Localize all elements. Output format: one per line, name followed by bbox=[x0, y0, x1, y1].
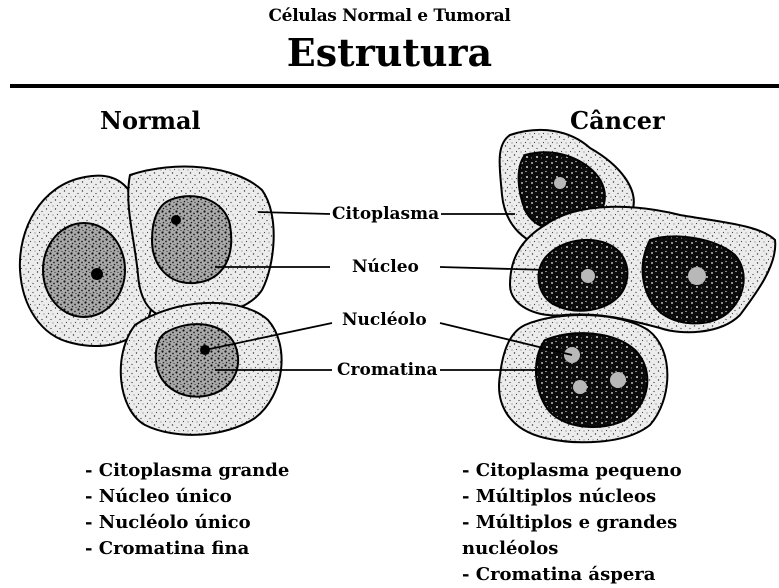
normal-nucleolus-top bbox=[171, 215, 181, 225]
normal-facts-list: - Citoplasma grande - Núcleo único - Nuc… bbox=[85, 458, 289, 562]
normal-cell-top bbox=[128, 167, 273, 319]
normal-nucleus-bottom bbox=[156, 324, 238, 397]
cancer-fact: - Múltiplos núcleos bbox=[462, 484, 779, 510]
normal-fact: - Cromatina fina bbox=[85, 536, 289, 562]
cancer-nucleolus-bottom-2 bbox=[573, 380, 587, 394]
cancer-nucleolus-middle-right bbox=[688, 267, 706, 285]
cancer-fact: - Citoplasma pequeno bbox=[462, 458, 779, 484]
cancer-nucleolus-middle-left bbox=[581, 269, 595, 283]
cancer-fact: - Cromatina áspera bbox=[462, 562, 779, 588]
cancer-nucleolus-bottom-3 bbox=[610, 372, 626, 388]
label-citoplasma: Citoplasma bbox=[330, 204, 441, 224]
normal-cell-bottom bbox=[121, 303, 282, 435]
label-cromatina: Cromatina bbox=[335, 360, 440, 380]
cancer-cell-bottom bbox=[499, 315, 667, 442]
normal-fact: - Citoplasma grande bbox=[85, 458, 289, 484]
normal-nucleus-top bbox=[152, 196, 231, 283]
cancer-facts-list: - Citoplasma pequeno - Múltiplos núcleos… bbox=[462, 458, 779, 588]
cancer-nucleus-bottom bbox=[536, 333, 647, 427]
label-nucleo: Núcleo bbox=[350, 257, 421, 277]
label-nucleolo: Nucléolo bbox=[340, 310, 429, 330]
cancer-fact: - Múltiplos e grandes nucléolos bbox=[462, 510, 779, 562]
normal-nucleolus-left bbox=[91, 268, 103, 280]
normal-fact: - Nucléolo único bbox=[85, 510, 289, 536]
cancer-cell-middle bbox=[510, 207, 775, 332]
normal-fact: - Núcleo único bbox=[85, 484, 289, 510]
normal-nucleus-left bbox=[43, 223, 125, 317]
cancer-nucleolus-top bbox=[554, 177, 566, 189]
